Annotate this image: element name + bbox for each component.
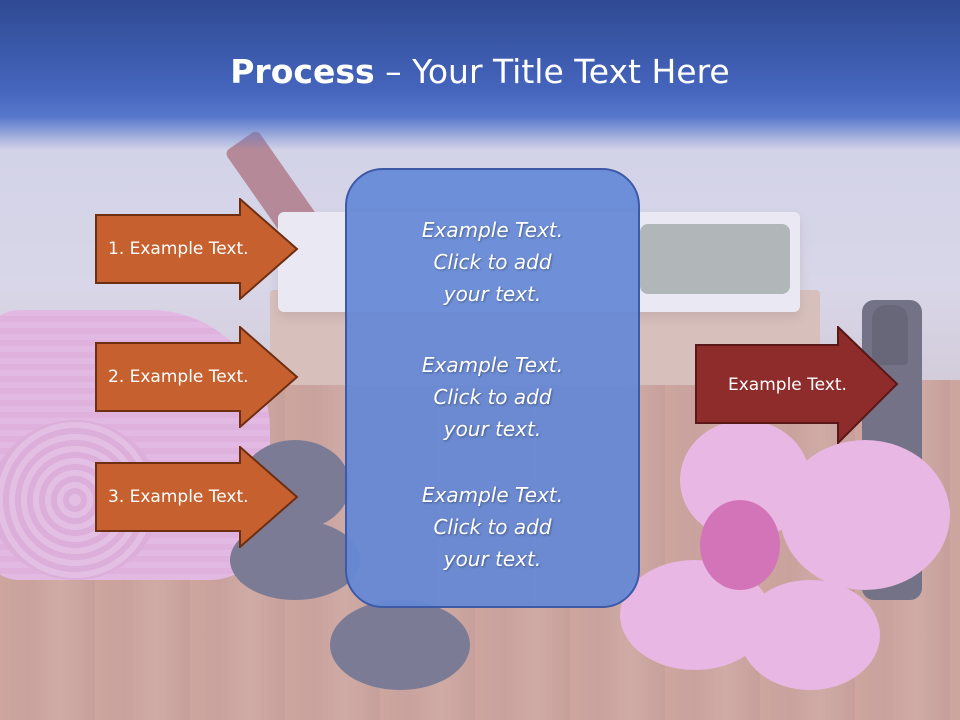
step-arrow-label: 1. Example Text. — [108, 239, 249, 259]
title-bold: Process — [230, 52, 375, 91]
center-line: Click to add — [433, 515, 552, 539]
center-line: your text. — [443, 547, 542, 571]
center-line: your text. — [443, 417, 542, 441]
center-line: Example Text. — [421, 353, 564, 377]
center-text-block-1: Example Text. Click to add your text. — [347, 214, 638, 310]
center-text-block-3: Example Text. Click to add your text. — [347, 479, 638, 575]
center-line: Click to add — [433, 385, 552, 409]
arrow-right-icon — [95, 198, 299, 300]
result-arrow-label: Example Text. — [728, 375, 847, 395]
center-text-block-2: Example Text. Click to add your text. — [347, 349, 638, 445]
center-line: Click to add — [433, 250, 552, 274]
slide-title[interactable]: Process – Your Title Text Here — [0, 52, 960, 91]
step-arrow-label: 2. Example Text. — [108, 367, 249, 387]
center-line: Example Text. — [421, 483, 564, 507]
orchid-center — [700, 500, 780, 590]
result-arrow[interactable]: Example Text. — [694, 326, 900, 444]
title-rest: – Your Title Text Here — [374, 52, 730, 91]
center-line: your text. — [443, 282, 542, 306]
step-arrow-2[interactable]: 2. Example Text. — [94, 326, 300, 428]
center-text-box[interactable]: Example Text. Click to add your text. Ex… — [345, 168, 640, 608]
step-arrow-3[interactable]: 3. Example Text. — [94, 446, 300, 548]
dropper-cap — [872, 305, 908, 365]
arrow-right-icon — [695, 326, 899, 444]
arrow-right-icon — [95, 446, 299, 548]
clay-mask — [640, 224, 790, 294]
black-stone — [330, 600, 470, 690]
title-band — [0, 0, 960, 150]
arrow-right-icon — [95, 326, 299, 428]
step-arrow-label: 3. Example Text. — [108, 487, 249, 507]
center-line: Example Text. — [421, 218, 564, 242]
orchid-petal — [780, 440, 950, 590]
step-arrow-1[interactable]: 1. Example Text. — [94, 198, 300, 300]
orchid-petal — [740, 580, 880, 690]
